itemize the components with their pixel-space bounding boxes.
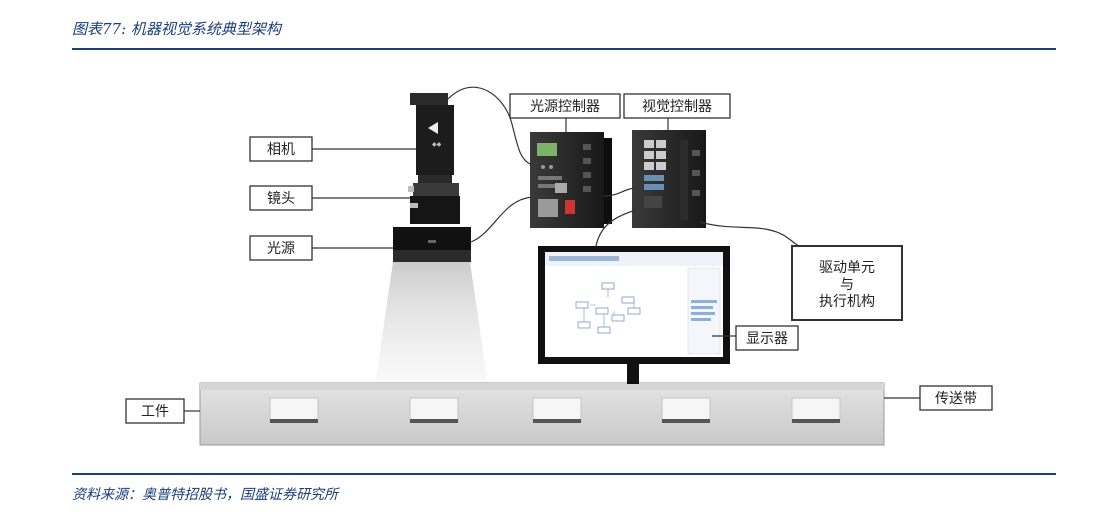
svg-text:光源: 光源 xyxy=(267,241,295,257)
bottom-rule xyxy=(72,473,1056,475)
light-controller-device xyxy=(530,132,612,228)
camera-cable xyxy=(447,86,533,166)
vision-controller-device xyxy=(632,130,706,228)
svg-text:显示器: 显示器 xyxy=(746,331,788,347)
svg-text:镜头: 镜头 xyxy=(267,191,295,207)
svg-text:驱动单元: 驱动单元 xyxy=(819,260,875,276)
label-workpiece: 工件 xyxy=(125,398,185,424)
label-light-controller: 光源控制器 xyxy=(509,93,621,119)
figure-title: 图表77: 机器视觉系统典型架构 xyxy=(72,20,281,38)
svg-text:工件: 工件 xyxy=(141,404,169,420)
label-drive-unit: 驱动单元 与 执行机构 xyxy=(791,245,903,321)
light-beam xyxy=(375,262,488,385)
monitor-device xyxy=(538,246,730,384)
label-lens: 镜头 xyxy=(249,185,313,211)
label-display: 显示器 xyxy=(735,325,799,351)
label-vision-controller: 视觉控制器 xyxy=(623,93,731,119)
svg-text:光源控制器: 光源控制器 xyxy=(530,99,600,115)
workpiece-item xyxy=(661,397,711,423)
monitor-cable xyxy=(595,209,637,247)
svg-text:视觉控制器: 视觉控制器 xyxy=(642,99,712,115)
label-light-source: 光源 xyxy=(249,235,313,261)
svg-text:相机: 相机 xyxy=(267,142,295,158)
workpiece-item xyxy=(532,397,582,423)
label-conveyor: 传送带 xyxy=(919,385,993,411)
controller-link-cable xyxy=(603,187,635,197)
drive-cable xyxy=(699,221,801,248)
svg-text:与: 与 xyxy=(840,277,854,293)
lens-device xyxy=(408,175,460,224)
workpiece-item xyxy=(409,397,459,423)
top-rule xyxy=(72,48,1056,50)
label-camera: 相机 xyxy=(249,136,313,162)
camera-device: ◆◆ xyxy=(410,93,454,175)
workpieces xyxy=(269,397,841,423)
svg-text:执行机构: 执行机构 xyxy=(819,294,875,310)
workpiece-item xyxy=(791,397,841,423)
figure-source: 资料来源：奥普特招股书，国盛证券研究所 xyxy=(72,487,338,503)
svg-text:◆◆: ◆◆ xyxy=(432,141,442,148)
workpiece-item xyxy=(269,397,319,423)
ring-light-device xyxy=(393,227,471,262)
svg-text:传送带: 传送带 xyxy=(935,391,977,407)
light-cable xyxy=(470,196,533,243)
